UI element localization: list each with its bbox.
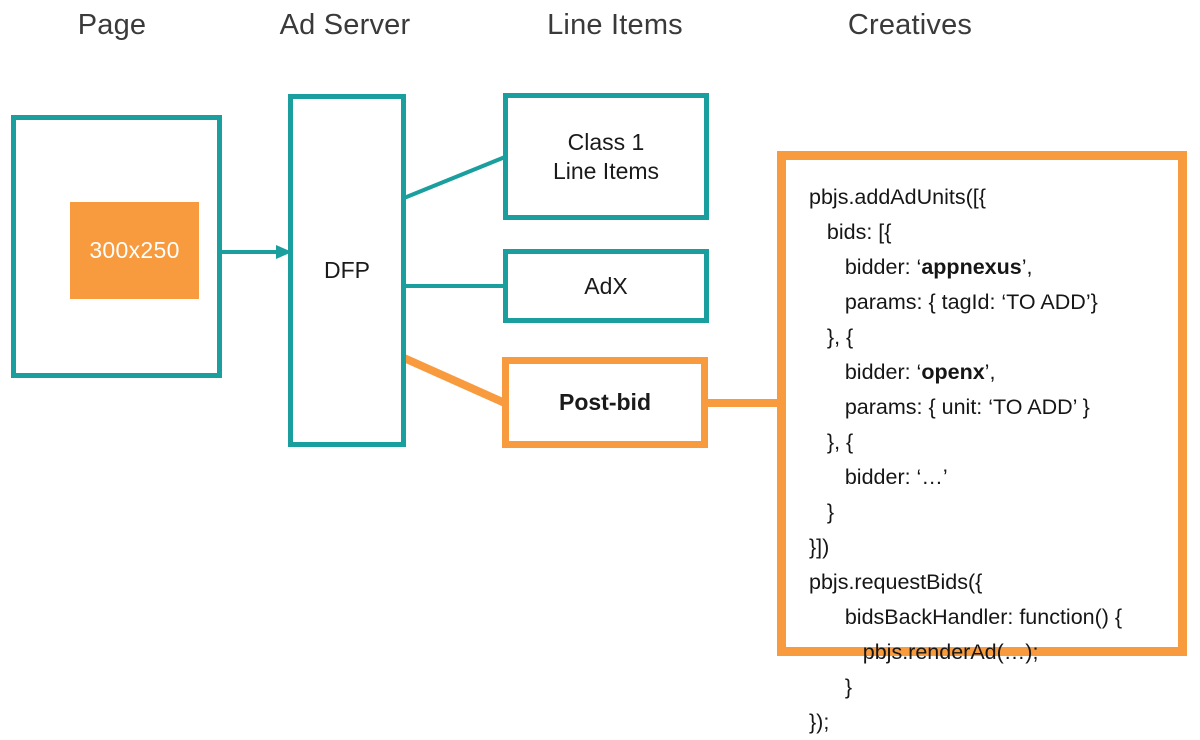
code-token: pbjs.requestBids({ bbox=[809, 570, 983, 594]
code-token: ’, bbox=[984, 360, 996, 384]
code-token: }); bbox=[809, 710, 830, 734]
code-token: pbjs.renderAd(…); bbox=[809, 640, 1039, 664]
code-line: pbjs.renderAd(…); bbox=[809, 635, 1122, 670]
code-token: bidder: ‘ bbox=[809, 255, 922, 279]
code-line: params: { tagId: ‘TO ADD’} bbox=[809, 285, 1122, 320]
code-token: ’, bbox=[1021, 255, 1033, 279]
code-token: params: { tagId: ‘TO ADD’} bbox=[809, 290, 1098, 314]
code-line: bidder: ‘openx’, bbox=[809, 355, 1122, 390]
code-line: }); bbox=[809, 705, 1122, 740]
code-line: }, { bbox=[809, 425, 1122, 460]
ad-server-dfp-label: DFP bbox=[324, 257, 370, 284]
column-header-line-items: Line Items bbox=[547, 9, 683, 41]
line-item-class1-box[interactable]: Class 1 Line Items bbox=[503, 93, 709, 220]
code-token: bidder: ‘ bbox=[809, 360, 922, 384]
code-token: bids: [{ bbox=[809, 220, 892, 244]
creative-code-box[interactable]: pbjs.addAdUnits([{ bids: [{ bidder: ‘app… bbox=[777, 151, 1187, 734]
code-line: bids: [{ bbox=[809, 215, 1122, 250]
line-item-adx-box[interactable]: AdX bbox=[503, 249, 709, 323]
ad-slot-label: 300x250 bbox=[89, 237, 180, 263]
column-header-ad-server: Ad Server bbox=[279, 9, 411, 41]
code-token: }, { bbox=[809, 325, 854, 349]
code-token: }]) bbox=[809, 535, 830, 559]
code-line: bidder: ‘appnexus’, bbox=[809, 250, 1122, 285]
ad-server-dfp-box[interactable]: DFP bbox=[288, 94, 406, 447]
code-token-bold: appnexus bbox=[921, 255, 1022, 279]
code-line: } bbox=[809, 495, 1122, 530]
column-header-page: Page bbox=[77, 9, 147, 41]
code-token: pbjs.addAdUnits([{ bbox=[809, 185, 986, 209]
ad-slot-300x250[interactable]: 300x250 bbox=[70, 202, 199, 299]
dfp-to-class1-line bbox=[403, 155, 506, 200]
code-line: params: { unit: ‘TO ADD’ } bbox=[809, 390, 1122, 425]
code-token: } bbox=[809, 500, 835, 524]
code-token: }, { bbox=[809, 430, 854, 454]
line-item-class1-label: Class 1 Line Items bbox=[552, 129, 660, 184]
line-item-postbid-label: Post-bid bbox=[559, 389, 651, 416]
code-token: params: { unit: ‘TO ADD’ } bbox=[809, 395, 1090, 419]
line-item-postbid-box[interactable]: Post-bid bbox=[502, 357, 708, 448]
code-token: bidder: ‘…’ bbox=[809, 465, 948, 489]
code-line: bidsBackHandler: function() { bbox=[809, 600, 1122, 635]
diagram-canvas: Page Ad Server Line Items Creatives 300x… bbox=[11, 9, 1187, 734]
code-line: pbjs.addAdUnits([{ bbox=[809, 180, 1122, 215]
line-item-adx-label: AdX bbox=[584, 272, 628, 299]
column-header-creatives: Creatives bbox=[847, 9, 973, 41]
creative-code-text: pbjs.addAdUnits([{ bids: [{ bidder: ‘app… bbox=[809, 180, 1122, 740]
code-line: }]) bbox=[809, 530, 1122, 565]
code-token-bold: openx bbox=[921, 360, 985, 384]
code-line: pbjs.requestBids({ bbox=[809, 565, 1122, 600]
code-line: bidder: ‘…’ bbox=[809, 460, 1122, 495]
code-token: bidsBackHandler: function() { bbox=[809, 605, 1123, 629]
code-line: }, { bbox=[809, 320, 1122, 355]
code-token: } bbox=[809, 675, 853, 699]
dfp-to-postbid-line bbox=[402, 354, 509, 408]
code-line: } bbox=[809, 670, 1122, 705]
